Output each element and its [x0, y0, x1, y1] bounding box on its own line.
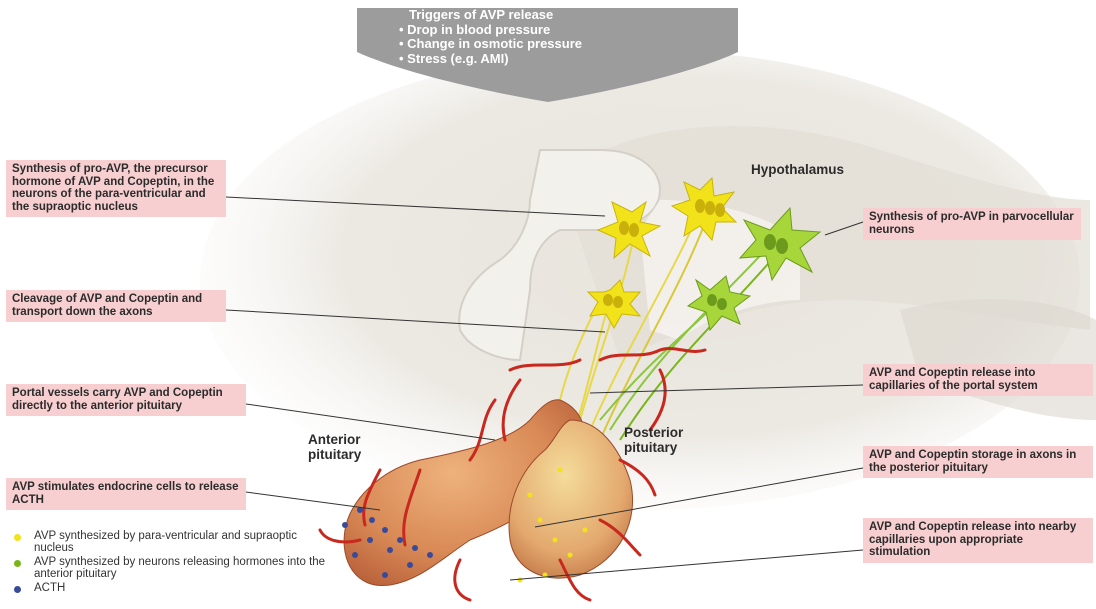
annotation-acth-stimulation: AVP stimulates endocrine cells to releas… [6, 478, 246, 510]
legend-dot-green [14, 560, 21, 567]
legend-dot-acth [14, 586, 21, 593]
legend: AVP synthesized by para-ventricular and … [6, 530, 326, 596]
annotation-storage: AVP and Copeptin storage in axons in the… [863, 446, 1093, 478]
trigger-box: Triggers of AVP release Drop in blood pr… [395, 8, 715, 66]
legend-text: AVP synthesized by para-ventricular and … [34, 530, 297, 554]
annotation-portal-release: AVP and Copeptin release into capillarie… [863, 364, 1093, 396]
legend-item-green: AVP synthesized by neurons releasing hor… [6, 556, 326, 580]
annotation-cleavage: Cleavage of AVP and Copeptin and transpo… [6, 290, 226, 322]
annotation-parvocellular: Synthesis of pro-AVP in parvocellular ne… [863, 208, 1081, 240]
annotation-capillary-release: AVP and Copeptin release into nearby cap… [863, 518, 1093, 563]
annotation-portal-vessels: Portal vessels carry AVP and Copeptin di… [6, 384, 246, 416]
legend-text: AVP synthesized by neurons releasing hor… [34, 556, 325, 580]
trigger-item: Drop in blood pressure [399, 23, 715, 38]
trigger-list: Drop in blood pressure Change in osmotic… [395, 23, 715, 67]
legend-dot-yellow [14, 534, 21, 541]
trigger-item: Stress (e.g. AMI) [399, 52, 715, 67]
hypothalamus-label: Hypothalamus [751, 162, 844, 177]
legend-item-yellow: AVP synthesized by para-ventricular and … [6, 530, 326, 554]
trigger-title: Triggers of AVP release [409, 8, 715, 23]
legend-text: ACTH [34, 582, 65, 594]
annotation-synthesis-pro-avp: Synthesis of pro-AVP, the precursor horm… [6, 160, 226, 217]
trigger-item: Change in osmotic pressure [399, 37, 715, 52]
legend-item-acth: ACTH [6, 582, 326, 594]
anterior-pituitary-label: Anterior pituitary [308, 432, 400, 462]
posterior-pituitary-label: Posterior pituitary [624, 425, 716, 455]
